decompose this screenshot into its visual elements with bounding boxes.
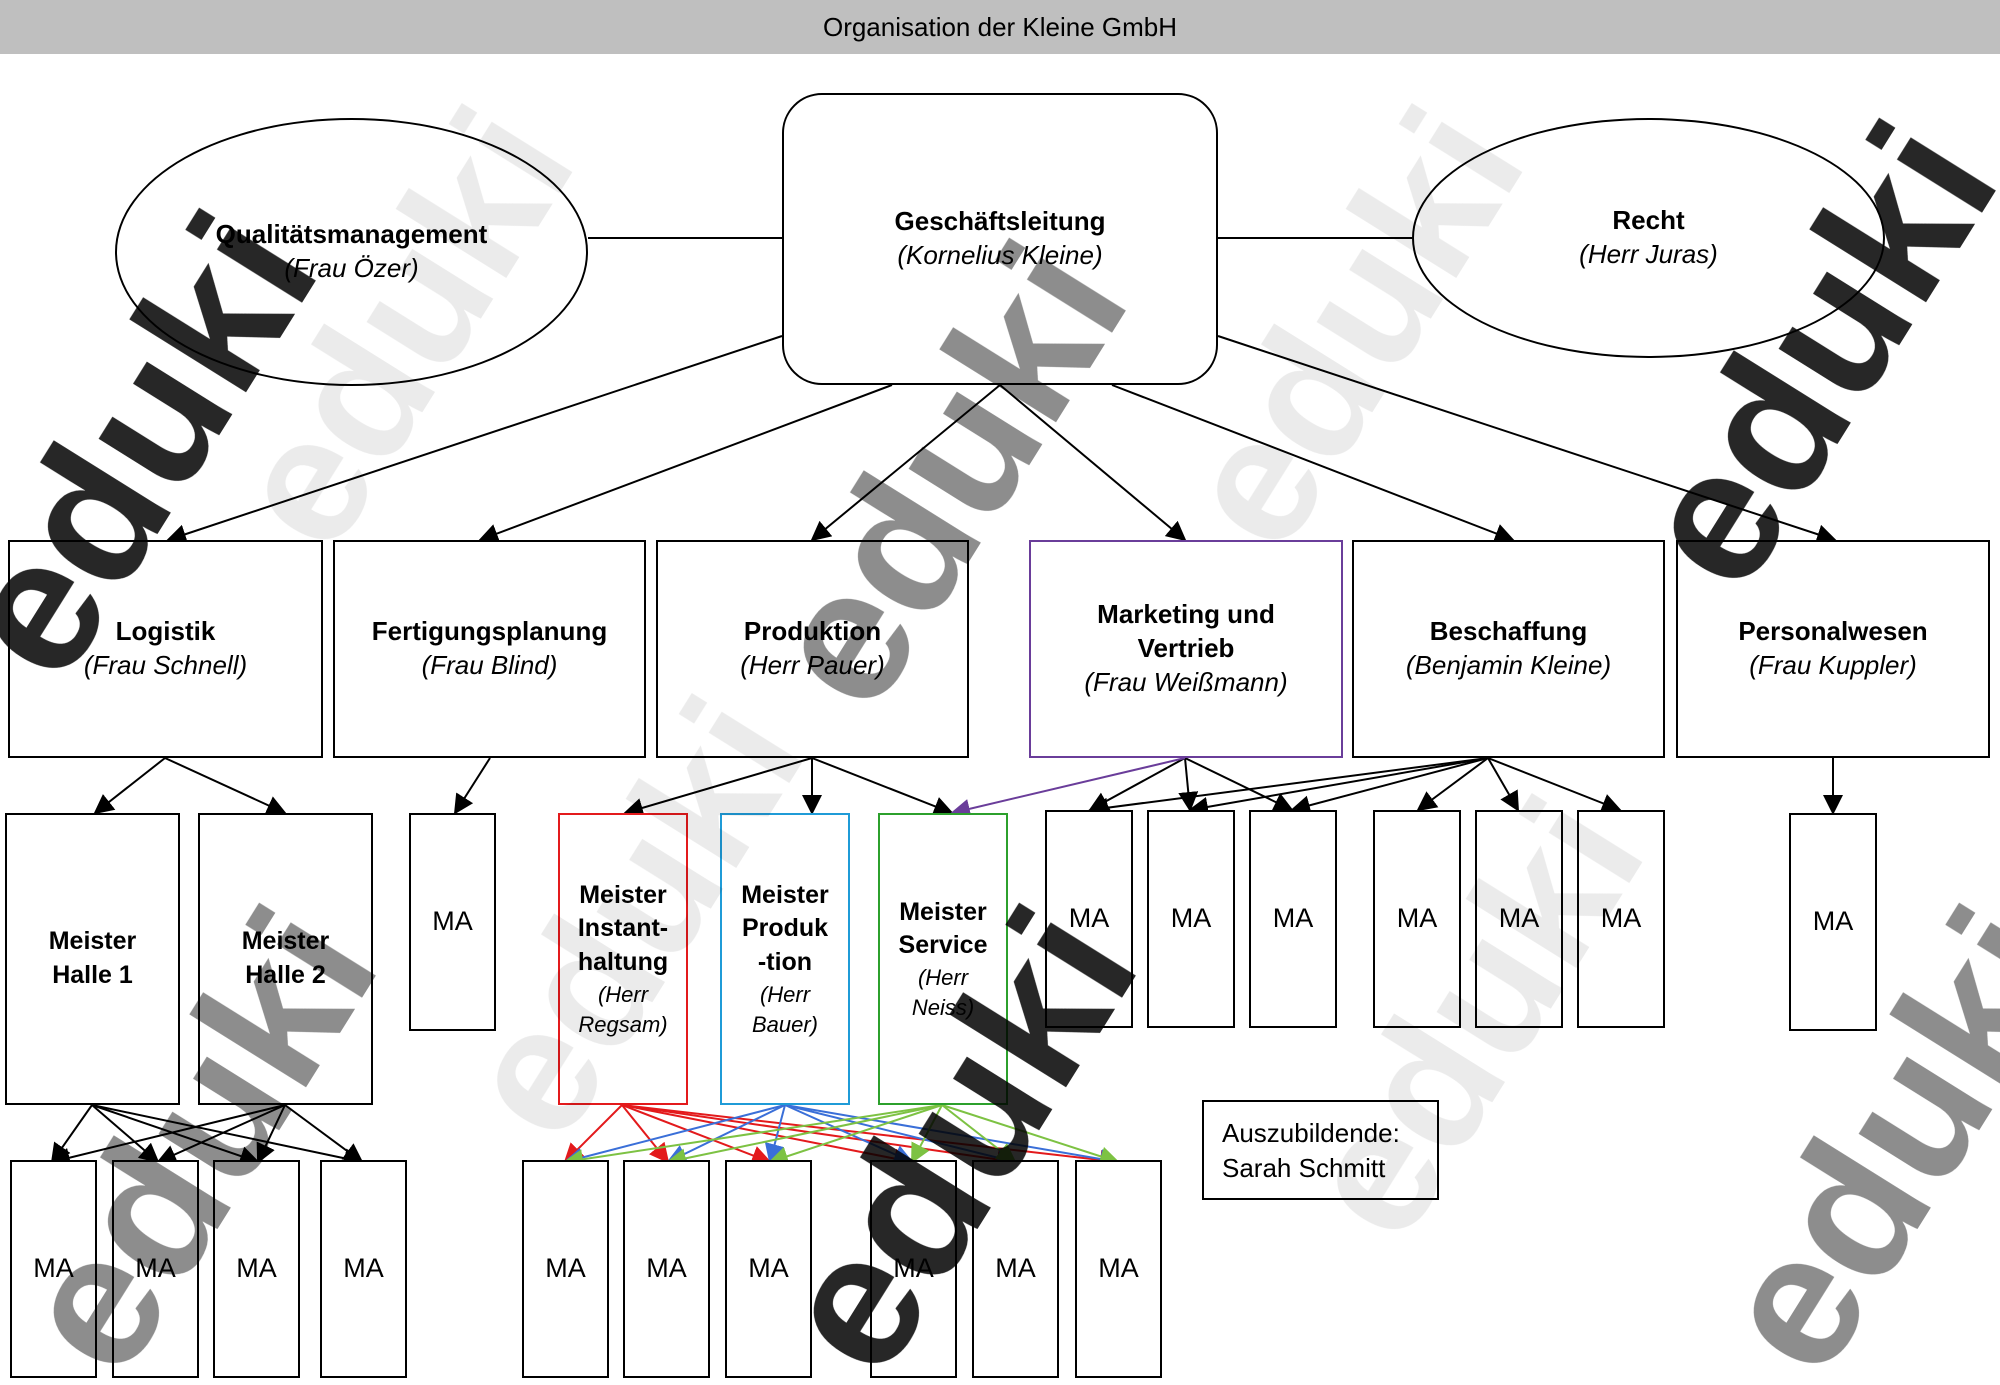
ma-logistik-1: MA: [10, 1160, 97, 1378]
ma-label: MA: [1600, 903, 1642, 934]
ma-label: MA: [343, 1253, 384, 1284]
ma-label: MA: [1170, 903, 1212, 934]
node-person: (Frau Özer): [284, 253, 419, 283]
ma-logistik-3: MA: [213, 1160, 300, 1378]
ma-produktion-4: MA: [870, 1160, 957, 1378]
node-qualitaetsmanagement: Qualitätsmanagement (Frau Özer): [115, 118, 588, 386]
ma-marketing-3: MA: [1249, 810, 1337, 1028]
ma-label: MA: [135, 1253, 176, 1284]
node-name: Geschäftsleitung: [894, 206, 1106, 237]
ma-logistik-4: MA: [320, 1160, 407, 1378]
node-name: Produktion: [743, 616, 882, 647]
ma-label: MA: [33, 1253, 74, 1284]
ma-marketing-2: MA: [1147, 810, 1235, 1028]
trainee-note-name: Sarah Schmitt: [1222, 1153, 1386, 1184]
dept-beschaffung: Beschaffung (Benjamin Kleine): [1352, 540, 1665, 758]
node-name: Personalwesen: [1738, 616, 1928, 647]
ma-beschaffung-1: MA: [1373, 810, 1461, 1028]
ma-label: MA: [1098, 1253, 1139, 1284]
node-name: Meister Produk -tion: [741, 880, 829, 977]
node-person: (Herr Bauer): [751, 981, 819, 1037]
node-name: Marketing und Vertrieb: [1097, 599, 1275, 664]
ma-label: MA: [1068, 903, 1110, 934]
ma-label: MA: [1498, 903, 1540, 934]
node-person: (Herr Juras): [1579, 239, 1718, 269]
ma-label: MA: [646, 1253, 687, 1284]
node-name: Meister Instant-haltung: [577, 880, 669, 977]
ma-label: MA: [545, 1253, 586, 1284]
ma-label: MA: [748, 1253, 789, 1284]
trainee-note-title: Auszubildende:: [1222, 1118, 1400, 1148]
ma-label: MA: [1396, 903, 1438, 934]
diagram-title: Organisation der Kleine GmbH: [822, 11, 1178, 42]
ma-produktion-2: MA: [623, 1160, 710, 1378]
node-name: Qualitätsmanagement: [215, 219, 488, 250]
ma-beschaffung-2: MA: [1475, 810, 1563, 1028]
meister-service: Meister Service (Herr Neiss): [878, 813, 1008, 1105]
node-geschaeftsleitung: Geschäftsleitung (Kornelius Kleine): [782, 93, 1218, 385]
ma-personalwesen: MA: [1789, 813, 1877, 1031]
node-person: (Frau Blind): [421, 650, 558, 680]
ma-produktion-1: MA: [522, 1160, 609, 1378]
node-name: Meister Service: [898, 897, 988, 960]
node-person: (Frau Weißmann): [1084, 666, 1288, 697]
meister-produktion: Meister Produk -tion (Herr Bauer): [720, 813, 850, 1105]
ma-label: MA: [432, 906, 473, 937]
ma-label: MA: [1812, 906, 1854, 937]
ma-produktion-6: MA: [1075, 1160, 1162, 1378]
meister-instandhaltung: Meister Instant-haltung (Herr Regsam): [558, 813, 688, 1105]
dept-fertigungsplanung: Fertigungsplanung (Frau Blind): [333, 540, 646, 758]
node-name: Logistik: [115, 616, 216, 647]
ma-label: MA: [893, 1253, 934, 1284]
ma-logistik-2: MA: [112, 1160, 199, 1378]
node-person: (Herr Pauer): [740, 650, 885, 680]
node-recht: Recht (Herr Juras): [1412, 118, 1885, 358]
ma-beschaffung-3: MA: [1577, 810, 1665, 1028]
node-person: (Herr Neiss): [911, 965, 975, 1020]
meister-halle-2: Meister Halle 2: [198, 813, 373, 1105]
meister-halle-1: Meister Halle 1: [5, 813, 180, 1105]
trainee-note: Auszubildende: Sarah Schmitt: [1202, 1100, 1439, 1200]
dept-logistik: Logistik (Frau Schnell): [8, 540, 323, 758]
diagram-title-bar: Organisation der Kleine GmbH: [0, 0, 2000, 54]
ma-produktion-5: MA: [972, 1160, 1059, 1378]
node-name: Meister Halle 1: [48, 927, 137, 989]
ma-label: MA: [236, 1253, 277, 1284]
ma-fertigungsplanung: MA: [409, 813, 496, 1031]
ma-label: MA: [995, 1253, 1036, 1284]
ma-marketing-1: MA: [1045, 810, 1133, 1028]
node-person: (Benjamin Kleine): [1405, 650, 1612, 680]
dept-marketing-vertrieb: Marketing und Vertrieb (Frau Weißmann): [1029, 540, 1343, 758]
node-name: Meister Halle 2: [241, 927, 330, 989]
node-person: (Frau Kuppler): [1749, 650, 1917, 680]
ma-produktion-3: MA: [725, 1160, 812, 1378]
node-person: (Frau Schnell): [83, 650, 248, 680]
dept-personalwesen: Personalwesen (Frau Kuppler): [1676, 540, 1990, 758]
node-name: Beschaffung: [1429, 616, 1588, 647]
node-person: (Kornelius Kleine): [897, 240, 1103, 270]
dept-produktion: Produktion (Herr Pauer): [656, 540, 969, 758]
node-name: Recht: [1612, 205, 1685, 236]
ma-label: MA: [1272, 903, 1314, 934]
node-name: Fertigungsplanung: [371, 616, 608, 647]
node-person: (Herr Regsam): [578, 981, 668, 1037]
